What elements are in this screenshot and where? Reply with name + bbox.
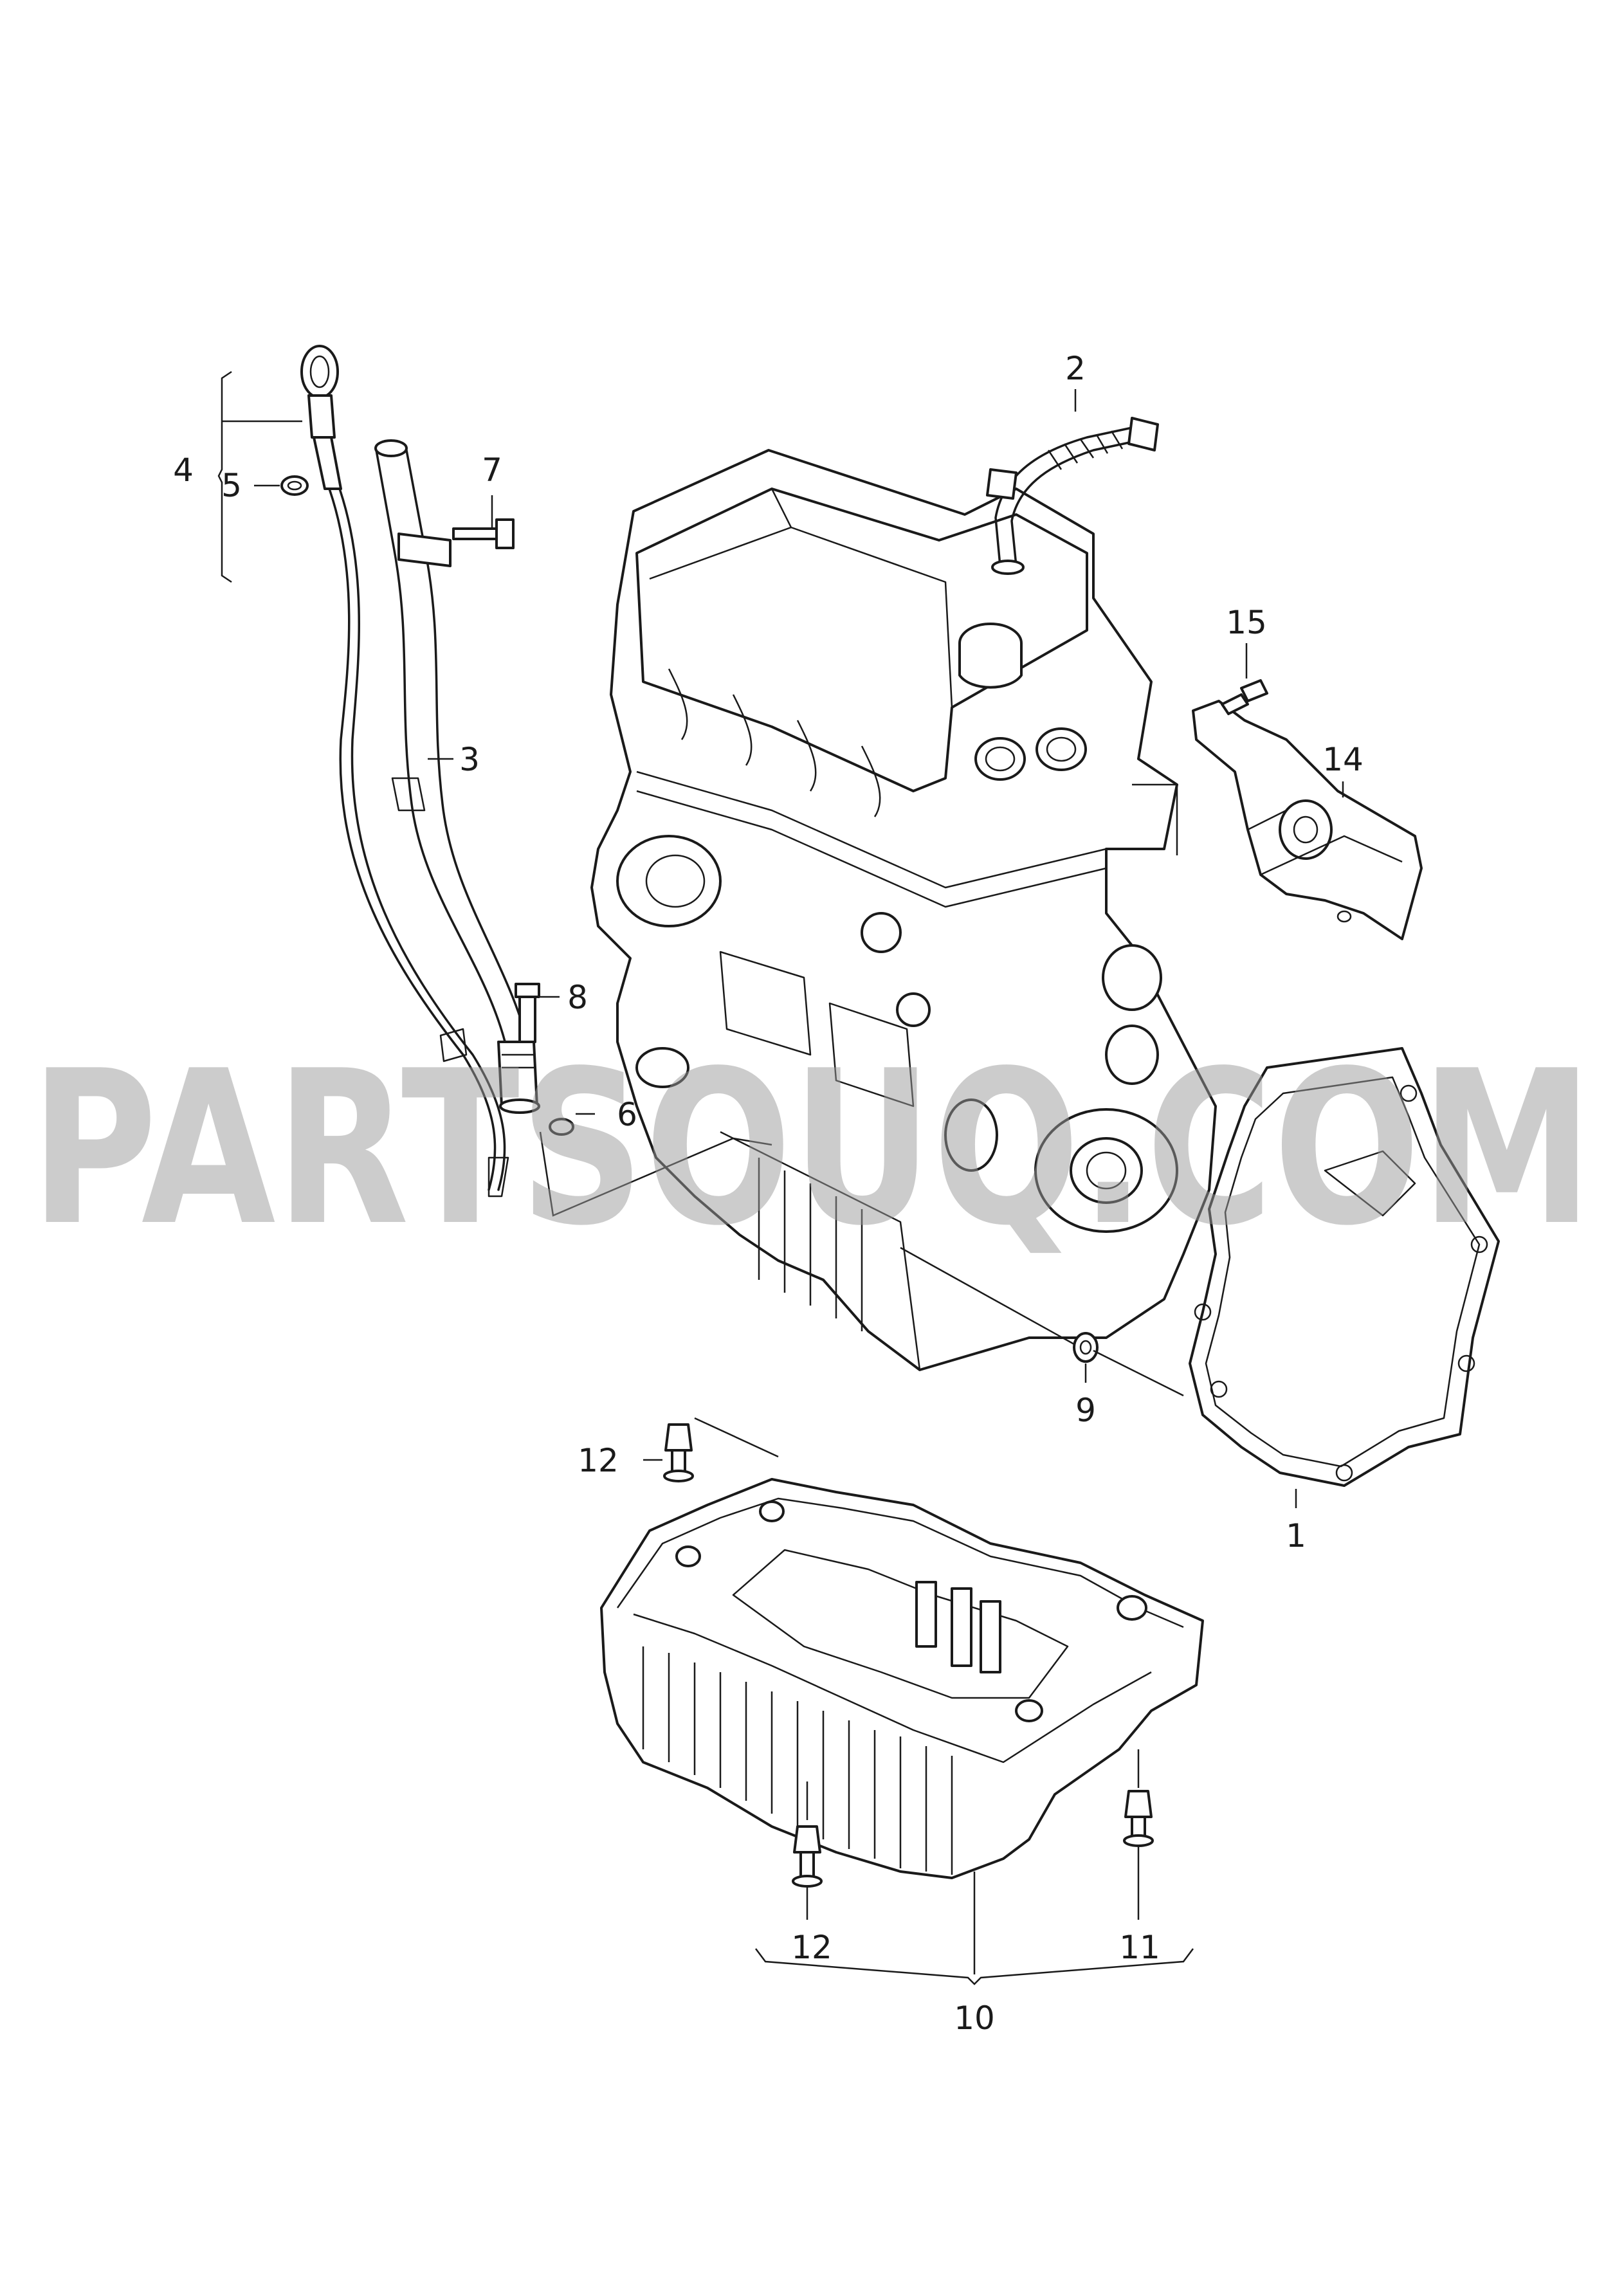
oil-pan-screw-12-top[interactable]: [663, 1423, 694, 1482]
callout-7[interactable]: 7: [482, 451, 502, 489]
heat-shield-bolt-15[interactable]: [1221, 679, 1268, 715]
oil-pan-screw-12-bottom[interactable]: [792, 1825, 823, 1888]
intermediate-plate[interactable]: [1189, 1047, 1500, 1487]
callout-5[interactable]: 5: [221, 467, 242, 504]
guide-tube-seal[interactable]: [549, 1118, 574, 1136]
tube-bracket-bolt-7[interactable]: [452, 518, 515, 549]
dipstick-o-ring[interactable]: [280, 475, 309, 496]
callout-8[interactable]: 8: [567, 979, 588, 1016]
callout-1[interactable]: 1: [1286, 1517, 1306, 1554]
callout-9[interactable]: 9: [1075, 1392, 1096, 1429]
callout-14[interactable]: 14: [1322, 741, 1364, 778]
callout-3[interactable]: 3: [459, 741, 480, 778]
callout-labels: 1 2 3 4 5 6 7 8 9 10 11 12 12 14 15: [173, 350, 1364, 2037]
heat-shield-bracket[interactable]: [1192, 700, 1423, 940]
callout-2[interactable]: 2: [1065, 350, 1086, 387]
callout-11[interactable]: 11: [1119, 1929, 1160, 1966]
crankcase-breather-hose[interactable]: [986, 417, 1159, 575]
oil-pan[interactable]: [600, 1478, 1204, 1879]
callout-10[interactable]: 10: [954, 2000, 995, 2037]
callout-4[interactable]: 4: [173, 451, 194, 489]
dipstick-guide-tube[interactable]: [374, 439, 540, 1114]
oil-pan-screw-11[interactable]: [1123, 1790, 1154, 1847]
tube-bracket-bolt-8[interactable]: [515, 983, 540, 1043]
callout-12-top[interactable]: 12: [578, 1442, 619, 1479]
watermark-text: PARTSOUQ.COM: [30, 1025, 1593, 1272]
dowel-sleeve-9[interactable]: [1073, 1332, 1099, 1363]
leader-lines: [217, 370, 1344, 1985]
callout-12-bottom[interactable]: 12: [791, 1929, 832, 1966]
callout-6[interactable]: 6: [617, 1096, 637, 1133]
callout-15[interactable]: 15: [1226, 604, 1267, 641]
oil-dipstick[interactable]: [300, 345, 509, 1198]
